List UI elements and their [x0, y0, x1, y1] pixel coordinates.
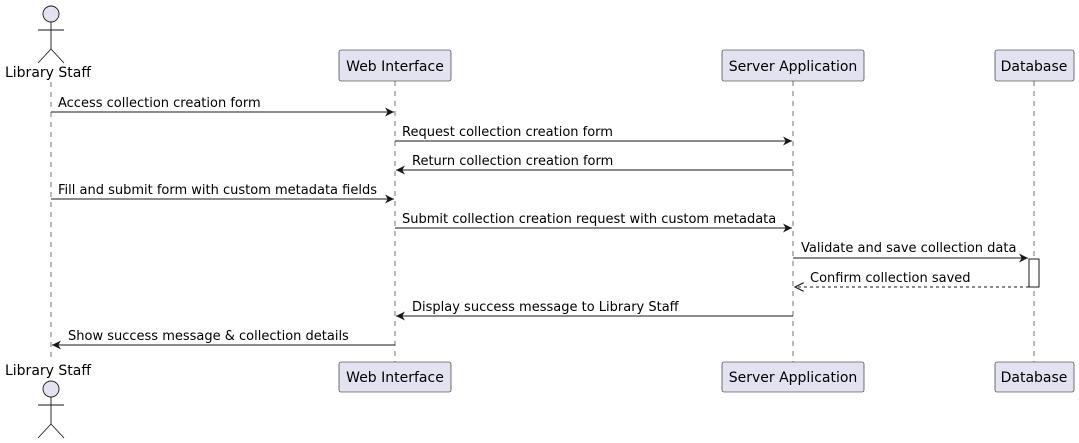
participant-web-interface-top: Web Interface: [338, 49, 452, 82]
message-2: Request collection creation form: [395, 125, 792, 146]
message-label: Submit collection creation request with …: [402, 212, 776, 227]
message-4: Fill and submit form with custom metadat…: [51, 183, 394, 204]
participant-label: Web Interface: [346, 59, 444, 75]
actor-head-icon: [42, 380, 60, 398]
message-label: Return collection creation form: [412, 154, 613, 169]
lifelines: [50, 81, 1035, 362]
participant-database-bottom: Database: [994, 361, 1075, 393]
message-label: Display success message to Library Staff: [412, 300, 680, 315]
message-3: Return collection creation form: [396, 154, 793, 175]
message-label: Confirm collection saved: [810, 271, 971, 286]
participant-label: Database: [1001, 370, 1068, 386]
participant-web-interface-bottom: Web Interface: [338, 361, 452, 393]
message-label: Show success message & collection detail…: [68, 329, 349, 344]
participant-label: Web Interface: [346, 370, 444, 386]
participant-label: Database: [1001, 59, 1068, 75]
message-8: Display success message to Library Staff: [396, 300, 793, 321]
message-label: Validate and save collection data: [801, 241, 1016, 256]
message-6: Validate and save collection data: [793, 241, 1028, 263]
message-5: Submit collection creation request with …: [395, 212, 792, 233]
actor-library-staff-top: Library Staff: [5, 5, 91, 81]
actor-library-staff-bottom: Library Staff: [5, 363, 91, 439]
actor-head-icon: [42, 5, 60, 23]
message-7: Confirm collection saved: [795, 271, 1029, 287]
actor-label-top: Library Staff: [5, 65, 91, 81]
actor-label-bottom: Library Staff: [5, 363, 91, 379]
participant-server-application-top: Server Application: [721, 49, 865, 82]
participant-label: Server Application: [729, 59, 858, 75]
participant-database-top: Database: [994, 49, 1075, 82]
message-1: Access collection creation form: [51, 96, 394, 117]
message-label: Access collection creation form: [58, 96, 261, 111]
message-9: Show success message & collection detail…: [52, 329, 395, 350]
message-label: Fill and submit form with custom metadat…: [58, 183, 377, 198]
participant-server-application-bottom: Server Application: [721, 361, 865, 393]
message-label: Request collection creation form: [402, 125, 613, 140]
participant-label: Server Application: [729, 370, 858, 386]
activation-bar-database: [1028, 258, 1040, 288]
